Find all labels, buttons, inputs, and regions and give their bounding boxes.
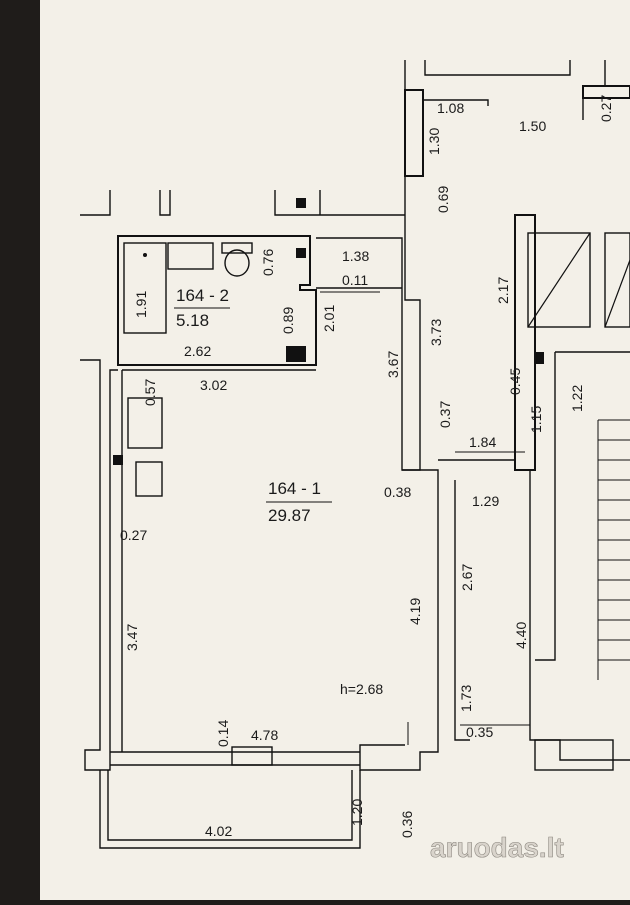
balcony <box>99 770 361 849</box>
room-164-1-area: 29.87 <box>268 506 311 525</box>
bathroom-outline <box>117 235 317 366</box>
toilet-icon <box>224 249 250 277</box>
dim-0-36: 0.36 <box>399 811 415 838</box>
kitchen-sink-icon <box>127 397 163 449</box>
dim-2-01: 2.01 <box>321 305 337 332</box>
window-sill <box>231 746 273 766</box>
dim-0-37: 0.37 <box>437 401 453 428</box>
dim-4-78: 4.78 <box>251 727 278 743</box>
dim-1-29: 1.29 <box>472 493 499 509</box>
dim-0-11: 0.11 <box>342 272 368 288</box>
dim-1-84: 1.84 <box>469 434 496 450</box>
dim-0-76: 0.76 <box>260 249 276 276</box>
dim-0-69: 0.69 <box>435 186 451 213</box>
dim-4-02: 4.02 <box>205 823 232 839</box>
landing <box>534 739 614 771</box>
dim-2-62: 2.62 <box>184 343 211 359</box>
dim-1-73: 1.73 <box>458 685 474 712</box>
dim-0-45: 0.45 <box>507 368 523 395</box>
dim-0-89: 0.89 <box>280 307 296 334</box>
dim-4-40: 4.40 <box>513 622 529 649</box>
ceiling-height: h=2.68 <box>340 681 383 697</box>
dim-0-38: 0.38 <box>384 484 411 500</box>
room-164-1-id: 164 - 1 <box>268 479 321 498</box>
dim-1-38: 1.38 <box>342 248 369 264</box>
dim-1-08: 1.08 <box>437 100 464 116</box>
stairwell <box>296 198 630 771</box>
dim-1-50: 1.50 <box>519 118 546 134</box>
dim-0-27-b: 0.27 <box>120 527 147 543</box>
elevator-1 <box>527 232 591 328</box>
dim-3-67: 3.67 <box>385 351 401 378</box>
dim-0-27-a: 0.27 <box>598 95 614 122</box>
dim-4-19: 4.19 <box>407 598 423 625</box>
dim-1-91: 1.91 <box>133 291 149 318</box>
dim-0-35: 0.35 <box>466 724 493 740</box>
dark-margin <box>0 0 40 900</box>
shaft-icon-top <box>296 198 306 208</box>
bathtub-icon <box>123 242 167 334</box>
dim-0-57: 0.57 <box>142 379 158 406</box>
dim-1-30: 1.30 <box>426 128 442 155</box>
dim-3-02: 3.02 <box>200 377 227 393</box>
watermark-logo: aruodas.lt <box>430 832 564 863</box>
top-walls <box>404 60 630 177</box>
elevator-2 <box>604 232 630 328</box>
upper-wall-stubs <box>80 190 405 216</box>
stove-icon <box>135 461 163 497</box>
dim-0-14: 0.14 <box>215 720 231 747</box>
room-164-2-area: 5.18 <box>176 311 209 330</box>
dim-3-47: 3.47 <box>124 624 140 651</box>
dim-1-20: 1.20 <box>349 799 365 826</box>
sink-icon <box>167 242 214 270</box>
vent-icon <box>113 455 123 465</box>
room-164-2-id: 164 - 2 <box>176 286 229 305</box>
shaft-icon <box>286 346 306 362</box>
toilet-tank-icon <box>221 242 253 254</box>
main-room-walls <box>80 359 439 771</box>
dim-2-17: 2.17 <box>495 277 511 304</box>
dim-1-15: 1.15 <box>528 406 544 433</box>
dim-1-22: 1.22 <box>569 385 585 412</box>
dim-2-67: 2.67 <box>459 564 475 591</box>
shaft-icon-right <box>534 352 544 364</box>
dim-3-73: 3.73 <box>428 319 444 346</box>
shaft-icon-mid <box>296 248 306 258</box>
